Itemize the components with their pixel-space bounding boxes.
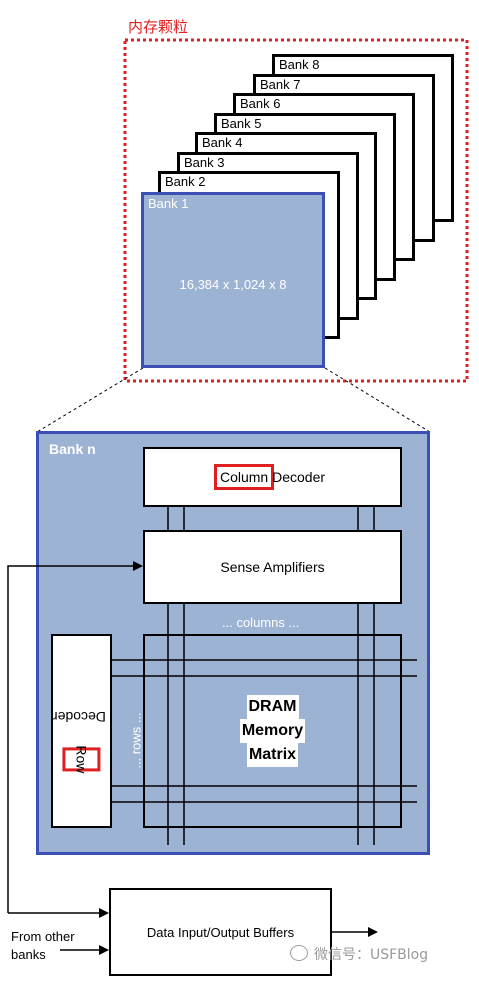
from-other-banks: From other banks — [11, 928, 75, 964]
matrix-line-2: Memory — [239, 719, 306, 743]
bank-5-label: Bank 5 — [221, 116, 262, 131]
zoom-line-left — [36, 367, 144, 433]
chip-label: 内存颗粒 — [128, 18, 189, 36]
column-word: Column — [219, 469, 269, 485]
data-io-buffers: Data Input/Output Buffers — [109, 888, 332, 976]
bank-6-label: Bank 6 — [240, 96, 281, 111]
zoom-line-right — [324, 367, 431, 433]
column-decoder-suffix: Decoder — [268, 469, 326, 485]
watermark: 微信号：USFBlog — [290, 944, 428, 964]
columns-label: ... columns ... — [222, 615, 300, 630]
rows-label: ... rows ... — [128, 711, 144, 769]
bank-7-label: Bank 7 — [260, 77, 301, 92]
bank-1: Bank 1 16,384 x 1,024 x 8 — [141, 192, 325, 368]
bank-8-label: Bank 8 — [279, 57, 320, 72]
from-other-line-1: From other — [11, 929, 75, 944]
bank-n-label: Bank n — [49, 441, 96, 457]
bank-1-dimensions: 16,384 x 1,024 x 8 — [179, 277, 287, 292]
sense-amplifiers-label: Sense Amplifiers — [220, 559, 325, 575]
data-io-label: Data Input/Output Buffers — [146, 924, 295, 940]
wechat-icon — [290, 945, 308, 961]
matrix-line-3: Matrix — [246, 743, 299, 767]
bank-1-label: Bank 1 — [148, 196, 189, 211]
dram-memory-matrix: DRAM Memory Matrix — [143, 634, 402, 828]
row-word: Row — [73, 745, 90, 774]
bank-4-label: Bank 4 — [202, 135, 243, 150]
rows-label-wrap: ... rows ... — [114, 700, 158, 780]
watermark-text: 微信号：USFBlog — [314, 947, 429, 963]
chip-outline — [123, 38, 469, 383]
bank-3-label: Bank 3 — [184, 155, 225, 170]
column-decoder-highlight: Column — [213, 464, 275, 490]
sense-amplifiers: Sense Amplifiers — [143, 530, 402, 604]
column-decoder: Column Decoder — [143, 447, 402, 507]
row-decoder-highlight: Row — [62, 745, 101, 774]
matrix-line-1: DRAM — [246, 695, 299, 719]
from-other-line-2: banks — [11, 947, 46, 962]
bank-2-label: Bank 2 — [165, 174, 206, 189]
row-decoder-suffix: Decoder — [53, 708, 110, 725]
row-decoder: Row Decoder — [51, 634, 112, 828]
